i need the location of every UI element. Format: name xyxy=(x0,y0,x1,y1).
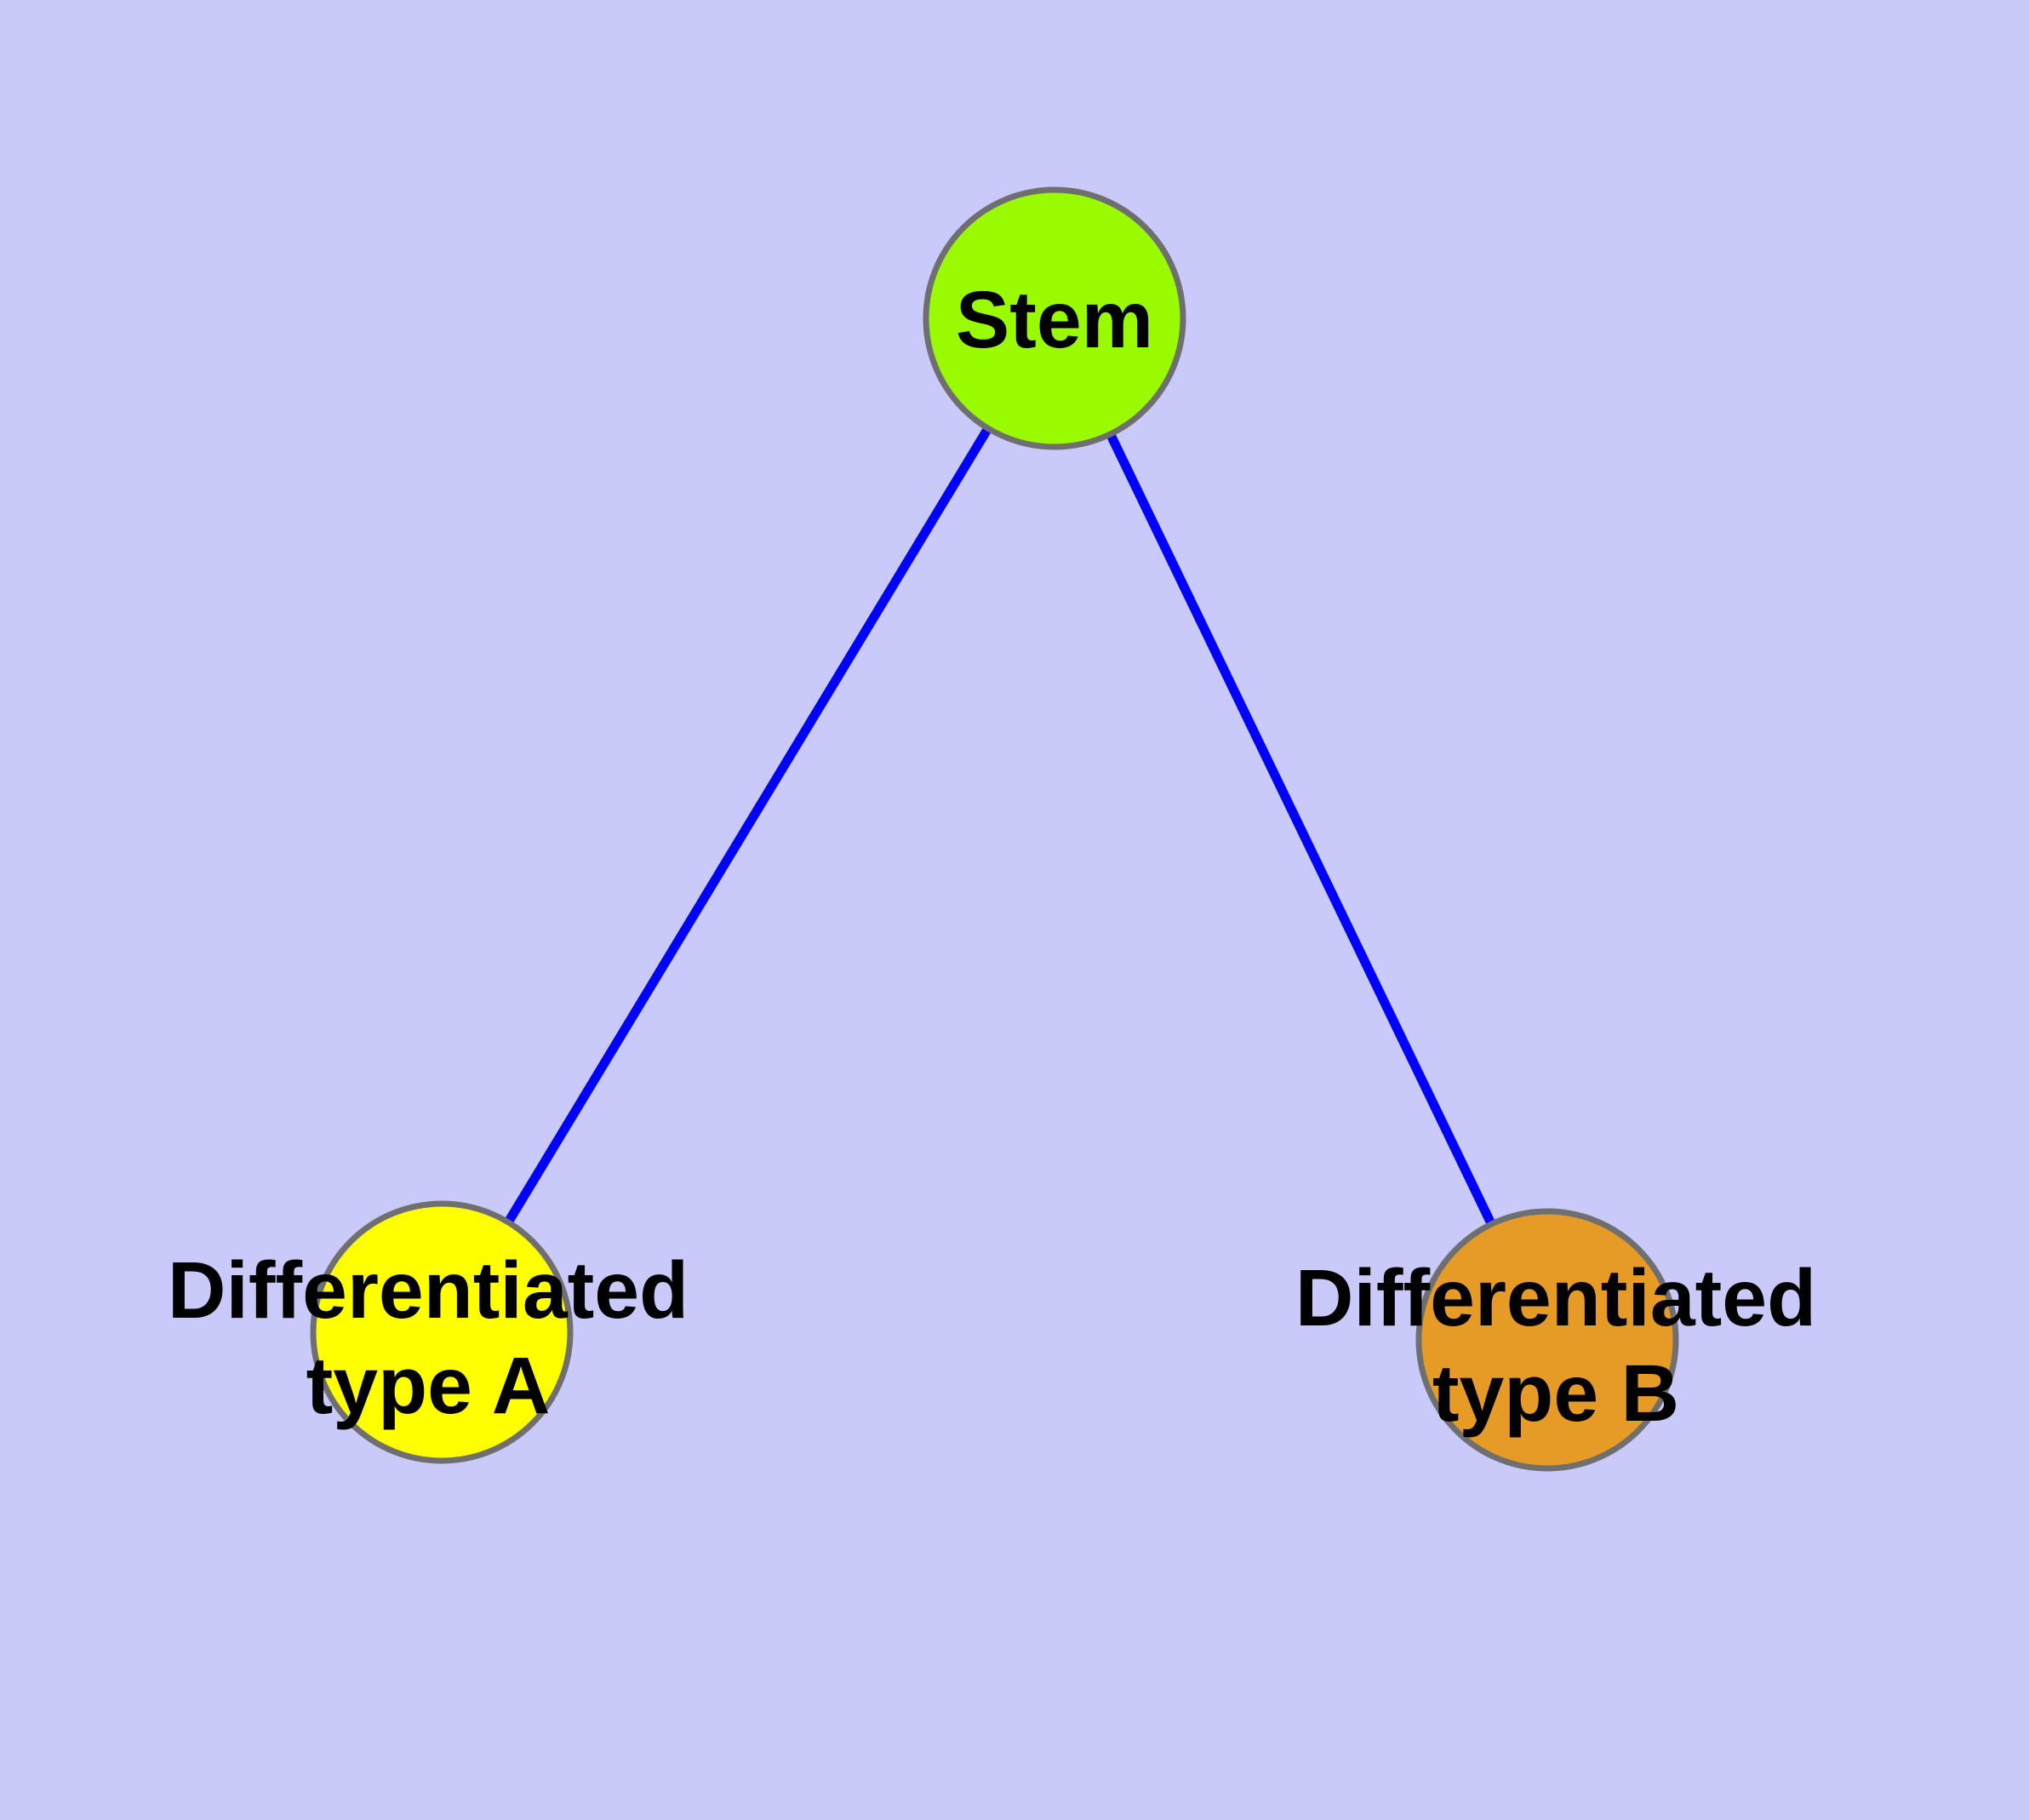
node-differentiated-type-b[interactable] xyxy=(1415,1208,1679,1472)
node-stem[interactable] xyxy=(923,186,1186,450)
node-type-b-label-line1: Differentiated xyxy=(1295,1253,1816,1343)
node-type-a-label-line2: type A xyxy=(306,1341,551,1431)
node-type-b-label-line2: type B xyxy=(1432,1348,1679,1439)
node-differentiated-type-a[interactable] xyxy=(310,1200,574,1464)
node-stem-label: Stem xyxy=(956,275,1153,365)
edge-stem-to-type-b xyxy=(1050,316,1552,1342)
node-type-a-label-line1: Differentiated xyxy=(168,1245,689,1336)
edge-stem-to-type-a xyxy=(437,316,1059,1335)
